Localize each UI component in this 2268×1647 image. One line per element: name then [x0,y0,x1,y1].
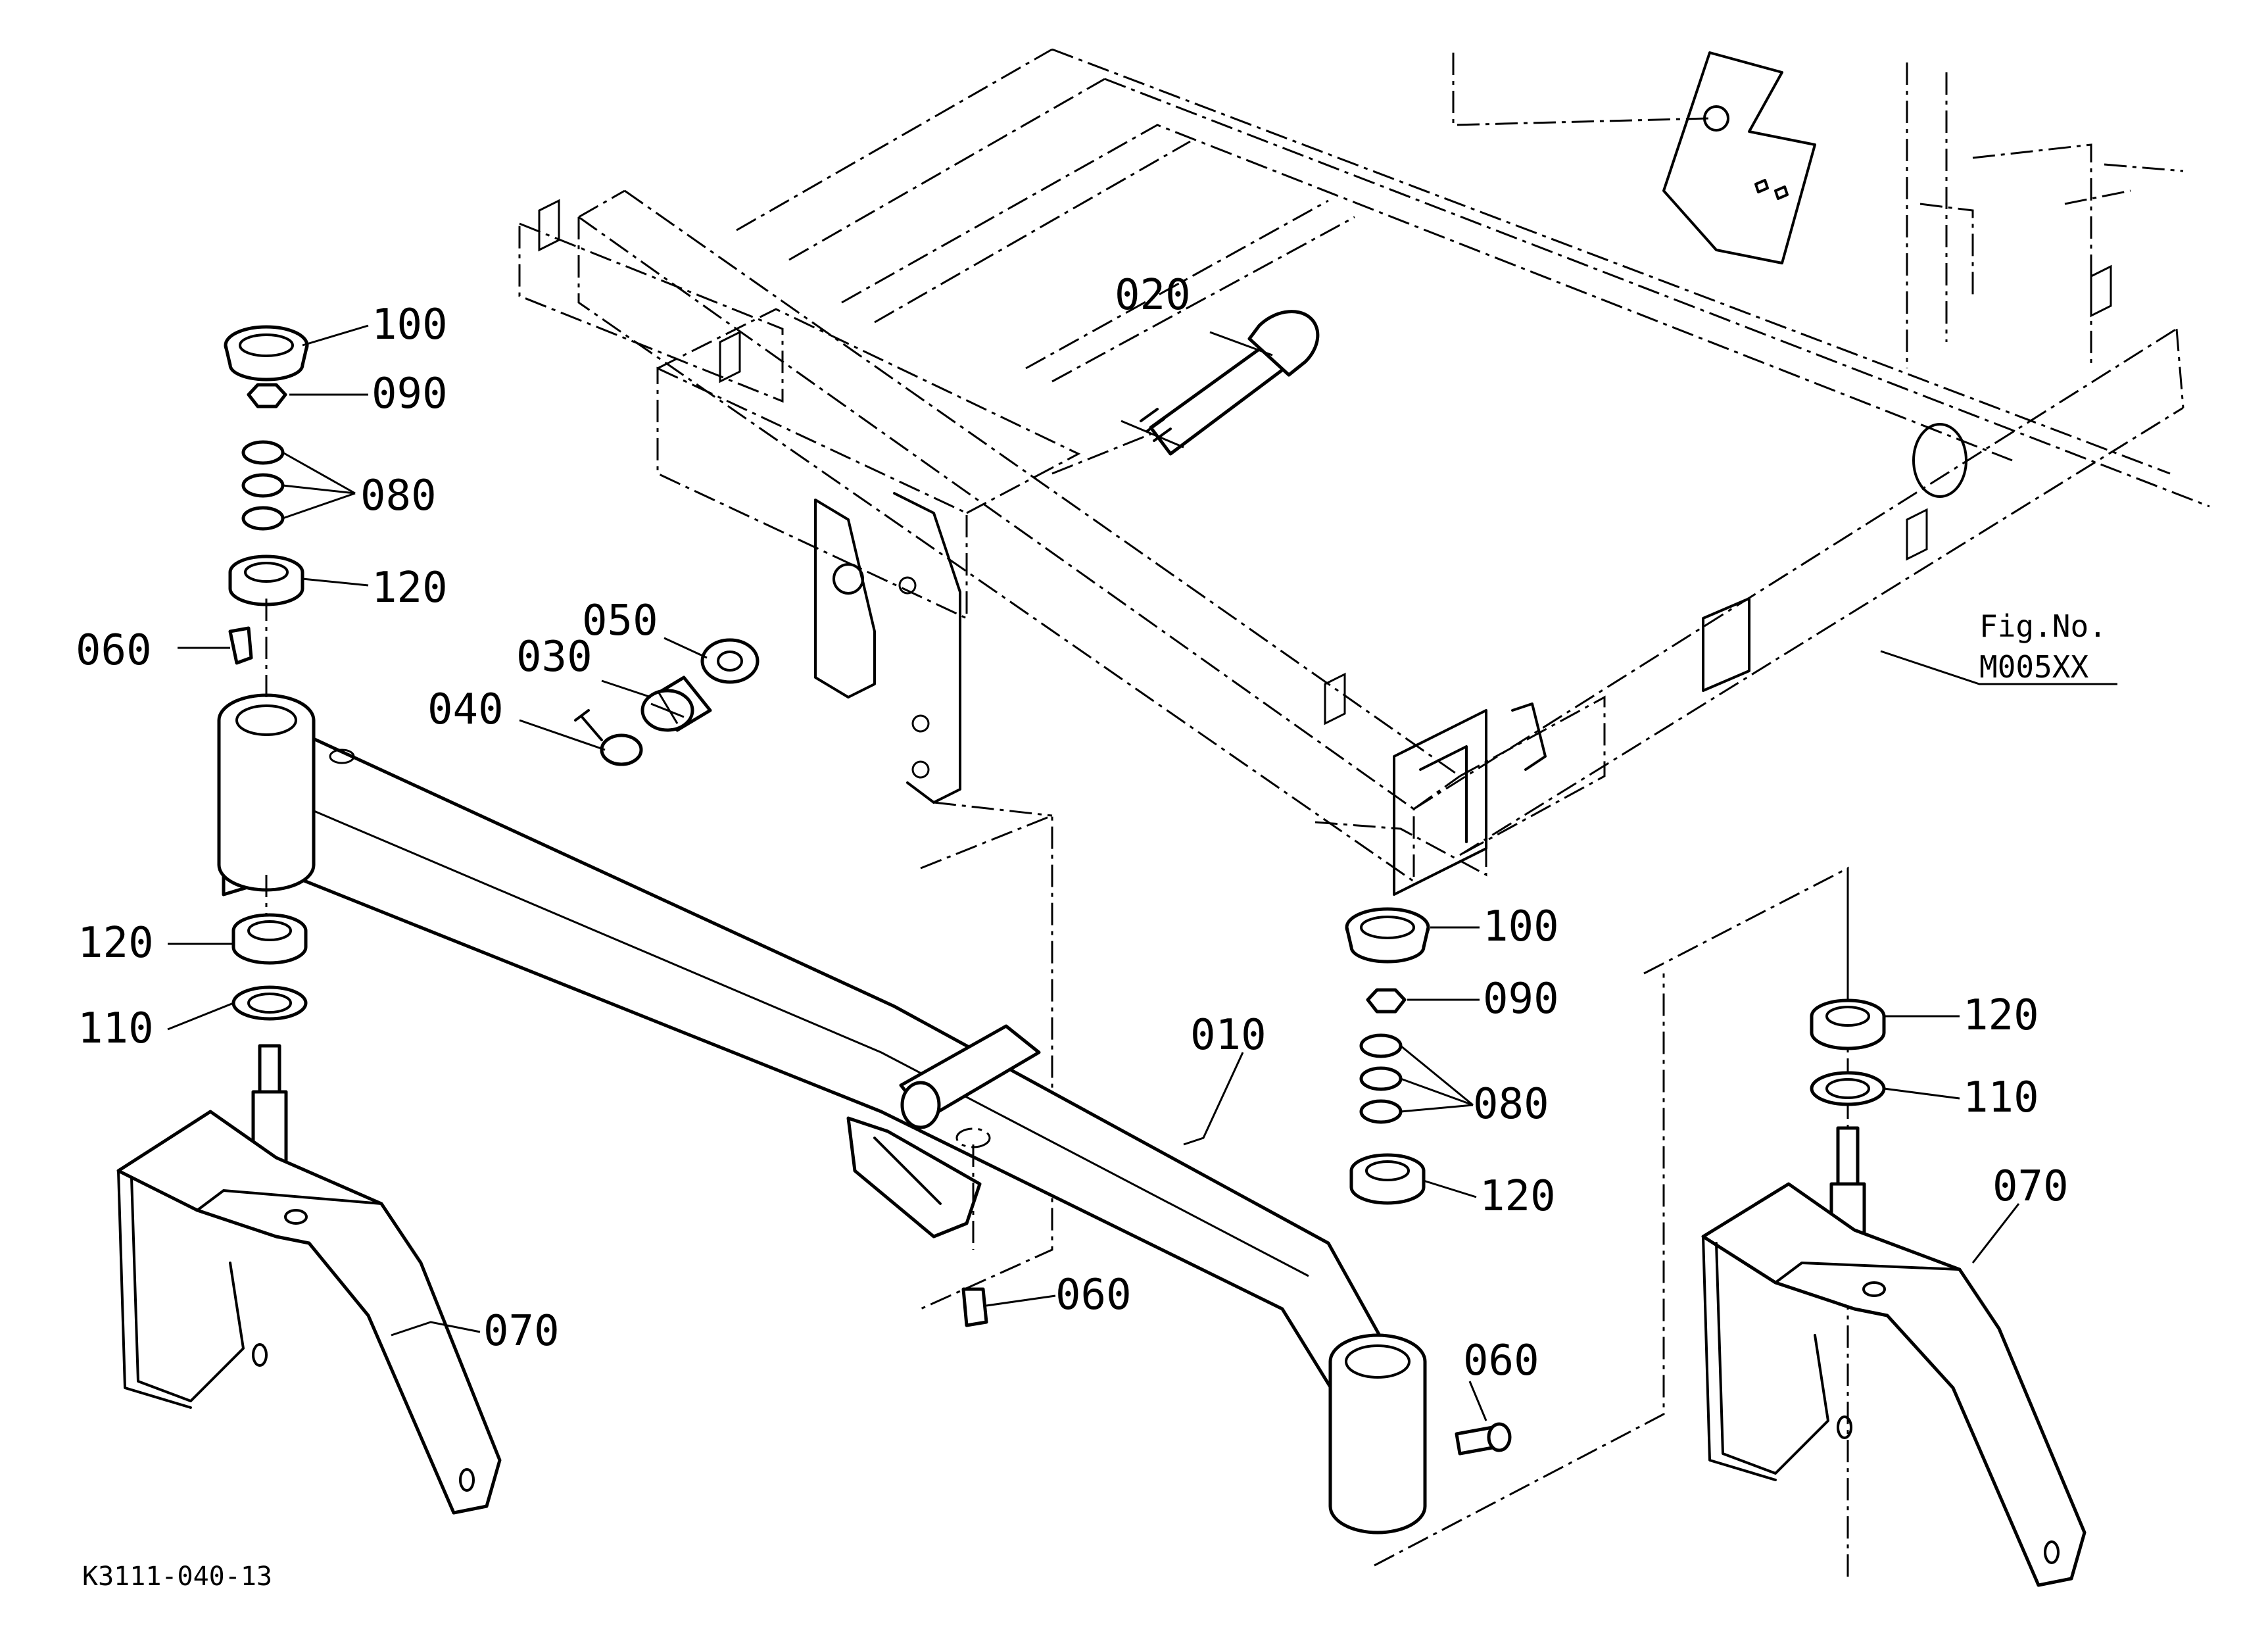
callout-050: 050 [582,597,658,645]
callout-010: 010 [1190,1011,1267,1060]
callout-060-right: 060 [1463,1337,1539,1385]
callout-040: 040 [427,685,504,734]
washer-part-050 [700,638,760,684]
cotter-pin-part-040 [574,709,643,766]
left-kingpin-stack [224,325,309,1179]
castle-nut-part-030 [640,676,712,732]
callout-110-left: 110 [78,1004,154,1053]
callout-120-right: 120 [1963,991,2039,1040]
center-kingpin-stack [961,907,1512,1456]
callout-060-left: 060 [76,626,152,675]
pivot-pin-part-020 [1051,310,1320,475]
caster-fork-left-part-070 [116,1110,502,1515]
callout-090-left: 090 [372,370,448,418]
callout-030: 030 [516,633,592,681]
figure-ref-line1: Fig.No. [1979,608,2107,644]
callout-100-left: 100 [372,301,448,349]
callout-120-center: 120 [1480,1172,1556,1221]
callout-110-right: 110 [1963,1073,2039,1122]
callout-120-left-upper: 120 [372,564,448,612]
callout-080-left: 080 [360,472,437,520]
callout-070-right: 070 [1992,1162,2069,1211]
front-axle-part-010 [217,693,1427,1535]
callout-090-center: 090 [1483,975,1559,1023]
callout-060-center: 060 [1055,1271,1132,1319]
callout-100-center: 100 [1483,902,1559,951]
callout-labels: 100 090 080 120 060 020 050 030 040 120 … [76,271,2069,1385]
figure-ref-line2: M005XX [1979,649,2088,685]
callout-020: 020 [1115,271,1191,320]
caster-fork-right-part-070 [1701,1182,2087,1587]
drawing-code: K3111-040-13 [82,1561,272,1592]
callout-080-center: 080 [1473,1080,1549,1129]
callout-120-left-lower: 120 [78,919,154,968]
leader-lines [167,324,2020,1421]
callout-070-left: 070 [483,1307,560,1356]
